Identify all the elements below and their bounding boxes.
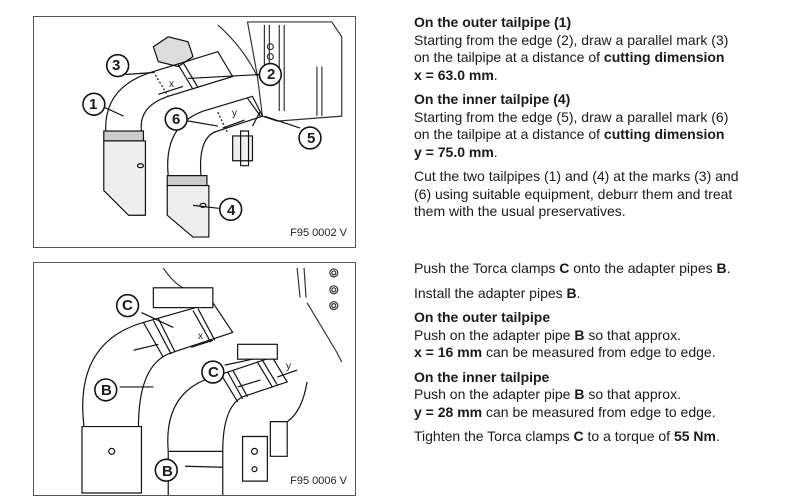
outer-tailpipe-step: On the outer tailpipe Push on the adapte… — [414, 309, 786, 362]
pipe-ref: B — [574, 326, 585, 343]
dimension-y-label: y — [232, 108, 237, 119]
text: Tighten the Torca clamps — [414, 428, 574, 444]
callout-3: 3 — [112, 57, 121, 74]
tailpipe-cutting-illustration — [82, 21, 343, 238]
cutting-dimension-label: cutting dimension — [603, 126, 725, 142]
callout-c-inner: C — [208, 364, 219, 381]
inner-tailpipe-step: On the inner tailpipe Push on the adapte… — [414, 369, 786, 422]
figure-code: F95 0006 V — [290, 475, 347, 487]
callout-2: 2 — [267, 66, 276, 83]
cut-line-3: them with the usual preservatives. — [414, 203, 626, 219]
text: onto the adapter pipes — [569, 260, 717, 276]
period: . — [493, 66, 498, 83]
outer-tailpipe-heading: On the outer tailpipe (1) — [414, 14, 572, 30]
clamp-ref: C — [573, 428, 584, 444]
dimension-y-label: y — [286, 361, 291, 372]
dimension-x-label: x — [169, 79, 174, 90]
figure-code: F95 0002 V — [290, 227, 347, 239]
text: . — [726, 260, 731, 276]
pipe-ref: B — [716, 260, 727, 276]
callout-5: 5 — [307, 130, 316, 147]
dimension-x-label: x — [198, 331, 203, 342]
text: Push on the adapter pipe — [414, 326, 575, 343]
torque-value: 55 Nm — [673, 428, 716, 444]
outer-tailpipe-step: On the outer tailpipe (1) Starting from … — [414, 14, 786, 84]
text: can be measured from edge to edge. — [482, 403, 716, 420]
text: . — [576, 284, 581, 301]
callout-c-outer: C — [122, 297, 133, 314]
outer-cutting-value: x = 63.0 mm — [414, 66, 494, 83]
push-clamps-step: Push the Torca clamps C onto the adapter… — [414, 260, 786, 278]
tighten-step: Tighten the Torca clamps C to a torque o… — [414, 428, 786, 446]
outer-line-1: Starting from the edge (2), draw a paral… — [414, 31, 729, 48]
inner-tailpipe-heading: On the inner tailpipe (4) — [414, 91, 571, 107]
callout-4: 4 — [227, 202, 236, 219]
inner-cutting-value: y = 75.0 mm — [414, 143, 494, 160]
cutting-instructions: On the outer tailpipe (1) Starting from … — [414, 14, 786, 228]
text: Push on the adapter pipe — [414, 386, 575, 402]
install-instructions: Push the Torca clamps C onto the adapter… — [414, 260, 786, 453]
callout-6: 6 — [172, 111, 181, 128]
callout-b-outer: B — [101, 382, 112, 399]
text: to a torque of — [583, 428, 674, 444]
callout-b-inner: B — [162, 463, 173, 480]
text: Push the Torca clamps — [414, 260, 560, 276]
adapter-install-illustration — [81, 267, 343, 495]
install-pipes-step: Install the adapter pipes B. — [414, 285, 786, 303]
cutting-dimension-label: cutting dimension — [603, 49, 725, 65]
figure-adapter-install: C B C B x y F95 0006 V — [33, 262, 356, 496]
cut-step: Cut the two tailpipes (1) and (4) at the… — [414, 168, 786, 221]
inner-line-2: on the tailpipe at a distance of — [414, 126, 604, 142]
cut-line-2: (6) using suitable equipment, deburr the… — [414, 185, 733, 202]
text: can be measured from edge to edge. — [482, 344, 716, 360]
pipe-ref: B — [574, 386, 585, 402]
inner-gap-value: y = 28 mm — [414, 403, 483, 420]
period: . — [493, 143, 498, 160]
outer-line-2: on the tailpipe at a distance of — [414, 49, 604, 65]
text: Install the adapter pipes — [414, 284, 567, 301]
figure-tailpipe-cutting: 3 1 2 6 5 4 x y F95 0002 V — [33, 16, 356, 248]
text: so that approx. — [584, 326, 681, 343]
inner-line-1: Starting from the edge (5), draw a paral… — [414, 108, 729, 125]
clamp-ref: C — [559, 260, 570, 276]
inner-tailpipe-step: On the inner tailpipe (4) Starting from … — [414, 91, 786, 161]
pipe-ref: B — [566, 284, 577, 301]
cut-line-1: Cut the two tailpipes (1) and (4) at the… — [414, 168, 739, 184]
outer-tailpipe-heading: On the outer tailpipe — [414, 309, 551, 325]
text: . — [715, 428, 720, 444]
inner-tailpipe-heading: On the inner tailpipe — [414, 368, 550, 385]
outer-gap-value: x = 16 mm — [414, 344, 483, 360]
text: so that approx. — [584, 386, 681, 402]
callout-1: 1 — [89, 96, 98, 113]
